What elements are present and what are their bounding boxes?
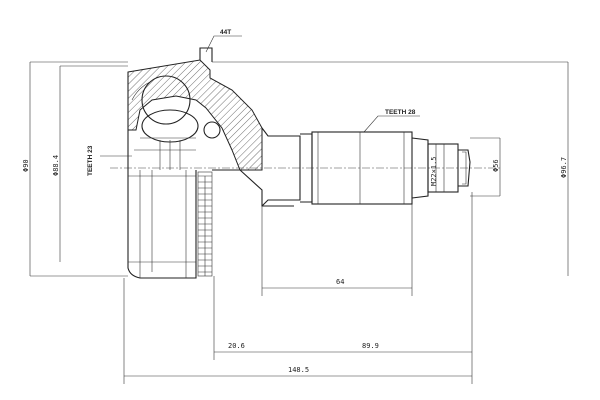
dim-len-short: 20.6: [228, 342, 245, 350]
abs-tone-ring: [197, 171, 213, 277]
ball-cage: [131, 75, 221, 170]
outer-housing: [127, 47, 263, 279]
teeth-shaft-label: TEETH 28: [385, 109, 416, 116]
dim-outer-left: Φ90: [22, 159, 30, 172]
dim-len-total: 148.5: [288, 366, 309, 374]
dim-inner-left: Φ88.4: [52, 155, 60, 176]
dim-shaft-right: Φ56: [492, 159, 500, 172]
stub-shaft: [261, 127, 471, 207]
dim-len-shaft: 64: [336, 278, 344, 286]
bell-taper: [212, 169, 294, 207]
teeth-hub-label: TEETH 23: [87, 145, 94, 176]
dim-total-right: Φ96.7: [560, 157, 568, 178]
vertical-dimensions: [29, 61, 569, 277]
leaders: [100, 35, 420, 157]
horizontal-dimensions: [123, 192, 473, 384]
thread-label: M22×1.5: [430, 156, 438, 186]
teeth-outer-label: 44T: [220, 29, 231, 36]
dim-len-mid: 89.9: [362, 342, 379, 350]
